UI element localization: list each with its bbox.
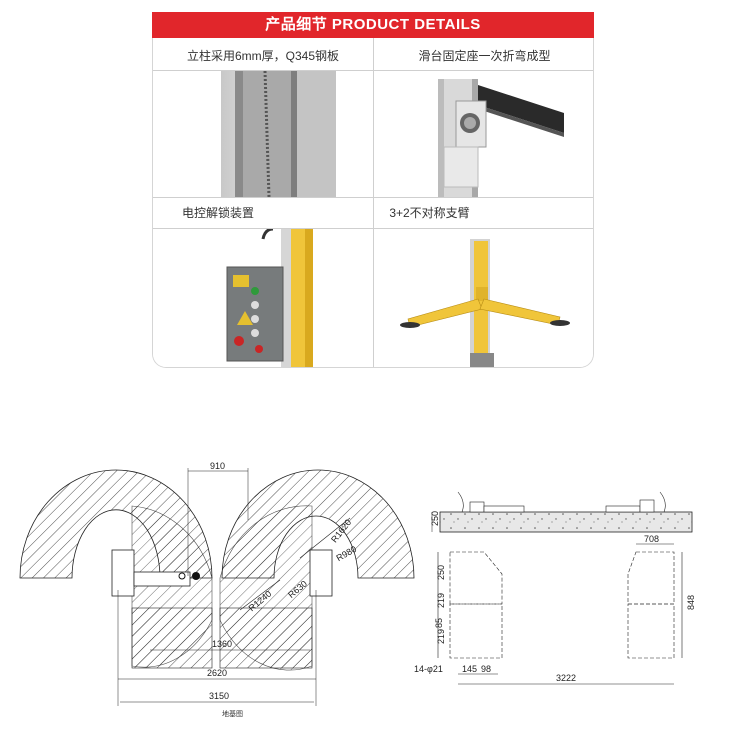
dim-r980: R980 <box>335 544 359 563</box>
dim-708: 708 <box>644 534 659 544</box>
control-box-photo <box>153 229 373 367</box>
dim-3222: 3222 <box>556 673 576 683</box>
lift-arms-photo <box>374 229 593 367</box>
dim-3150: 3150 <box>209 691 229 701</box>
detail-label-column: 立柱采用6mm厚，Q345钢板 <box>153 41 373 71</box>
dim-219-upper: 219 <box>436 593 446 608</box>
drawing-caption: 地基图 <box>222 709 243 718</box>
column-photo <box>153 71 373 197</box>
detail-label-asymmetric-arms: 3+2不对称支臂 <box>374 198 593 228</box>
foundation-drawing-svg: 910 1360 2620 3150 R1620 R980 R1240 R630… <box>19 461 696 718</box>
section-banner: 产品细节 PRODUCT DETAILS <box>152 12 594 38</box>
dim-848: 848 <box>686 595 696 610</box>
dim-98: 98 <box>481 664 491 674</box>
detail-label-electric-unlock: 电控解锁装置 <box>153 198 373 228</box>
dim-14-phi21: 14-φ21 <box>414 664 443 674</box>
detail-label-carriage: 滑台固定座一次折弯成型 <box>374 41 593 71</box>
dim-250-slab: 250 <box>430 511 440 526</box>
foundation-drawing: 910 1360 2620 3150 R1620 R980 R1240 R630… <box>0 440 750 745</box>
dim-1360: 1360 <box>212 639 232 649</box>
dim-910: 910 <box>210 461 225 471</box>
dim-85: 85 <box>434 618 444 628</box>
dim-145: 145 <box>462 664 477 674</box>
carriage-photo <box>374 71 593 197</box>
dim-2620: 2620 <box>207 668 227 678</box>
column-divider <box>373 38 374 367</box>
dim-219-lower: 219 <box>436 629 446 644</box>
dim-250-footing: 250 <box>436 565 446 580</box>
product-details-card: 立柱采用6mm厚，Q345钢板 滑台固定座一次折弯成型 <box>152 38 594 368</box>
